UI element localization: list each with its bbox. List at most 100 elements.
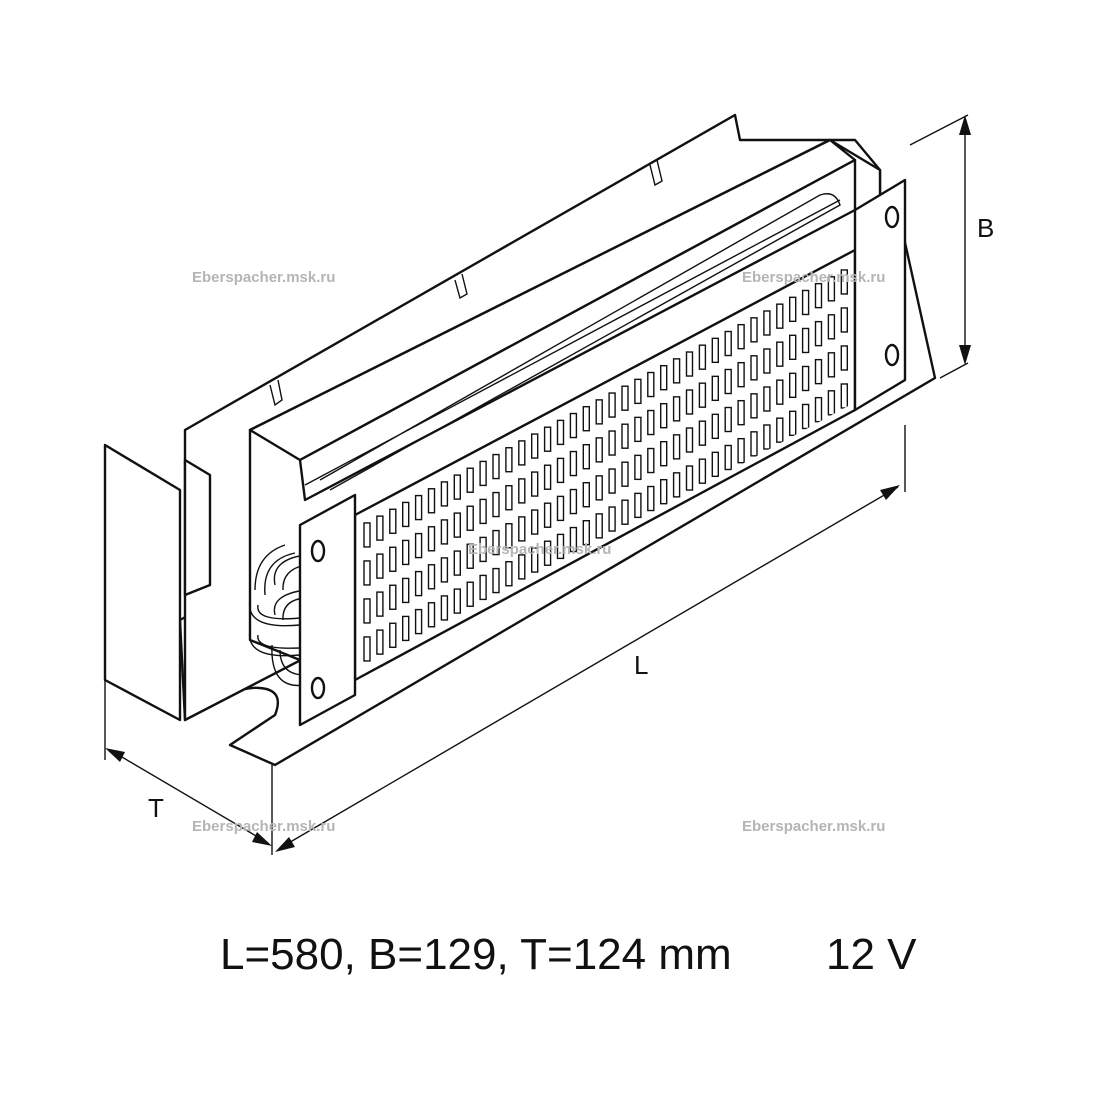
grille-slot [556,533,565,560]
grille-slot [608,468,616,494]
watermark: Eberspacher.msk.ru [468,541,612,558]
grille-slot [660,478,668,505]
grille-slot [621,385,629,411]
grille-slot [543,464,552,490]
grille-slot [518,440,526,466]
grille-slot [608,430,616,456]
grille-slot [453,588,461,614]
grille-slot [569,412,578,439]
grille-slot [466,505,474,531]
dimensions-caption: L=580, B=129, T=124 mm [220,930,732,979]
grille-slot [414,570,423,597]
watermark: Eberspacher.msk.ru [192,818,336,835]
grille-slot [801,289,810,316]
grille-slot [789,410,797,437]
dimension-label-t: T [148,793,164,823]
grille-slot [776,341,784,367]
grille-slot [634,416,642,443]
grille-slot [776,303,784,329]
grille-slot [505,485,513,511]
grille-slot [427,602,436,628]
left-bracket [103,443,182,722]
grille-slot [543,426,552,452]
grille-slot [453,474,461,500]
dimension-label-b: B [977,213,995,243]
grille-slot [479,460,487,487]
grille-slot [724,406,732,433]
back-wall-slot [183,458,212,597]
grille-slot [363,560,371,586]
grille-slot [440,519,449,545]
grille-slot [595,437,603,463]
grille-slot [724,368,732,395]
grille-slot [595,475,603,501]
grille-slot [376,629,384,655]
grille-slot [479,498,487,525]
grille-slot [556,419,565,446]
grille-slot [685,465,694,491]
coil-pipes [248,544,306,687]
grille-slot [672,358,681,384]
grille-slot [582,406,590,432]
grille-slot [505,523,513,549]
grille-slot [672,472,681,498]
grille-slot [840,269,848,295]
grille-slot [685,427,694,453]
grille-slot [827,352,836,378]
grille-slot [518,478,526,504]
grille-slot [608,392,616,418]
grille-slot [647,409,655,436]
grille-slot [466,543,474,569]
grille-slot [801,365,810,392]
grille-slot [737,361,745,388]
grille-slot [647,485,655,512]
grille-slot [505,561,513,587]
grille-slot [531,509,539,535]
left-mounting-plate [298,493,357,727]
mounting-hole [884,205,900,229]
grille-slot [789,372,797,399]
grille-slot [582,444,590,470]
grille-slot [814,320,823,347]
dimension-label-l: L [634,650,649,680]
grille-slot [402,577,410,604]
grille-slot [414,608,423,635]
grille-slot [389,546,397,572]
grille-slot [672,434,681,460]
grille-slot [492,453,500,480]
grille-slot [647,371,655,398]
grille-slot [840,383,848,409]
grille-slot [440,557,449,583]
grille-slot [582,482,590,508]
grille-slot [479,574,487,601]
grille-slot [453,512,461,538]
grille-slot [827,276,836,302]
grille-slot [376,591,384,617]
grille-slot [466,467,474,493]
grille-slot [595,513,603,539]
grille-slot [763,348,771,374]
grille-slot [492,567,500,594]
grille-slot [724,330,732,357]
grille-slot [711,375,719,402]
grille-slot [776,417,784,443]
grille-slot [376,515,384,541]
grille-slot [840,307,848,333]
grille-slot [634,492,642,519]
grille-slot [737,437,745,464]
grille-slot [698,420,707,446]
grille-slot [531,433,539,459]
grille-slot [543,540,552,566]
grille-slot [660,440,668,467]
grille-slot [492,491,500,518]
watermark: Eberspacher.msk.ru [742,269,886,286]
grille-slot [595,399,603,425]
grille-slot [556,457,565,484]
grille-slot [698,458,707,484]
grille-slot [634,378,642,405]
grille-slot [505,447,513,473]
grille-slot [763,424,771,450]
grille-slot [763,310,771,336]
back-wall-notches [269,159,663,407]
